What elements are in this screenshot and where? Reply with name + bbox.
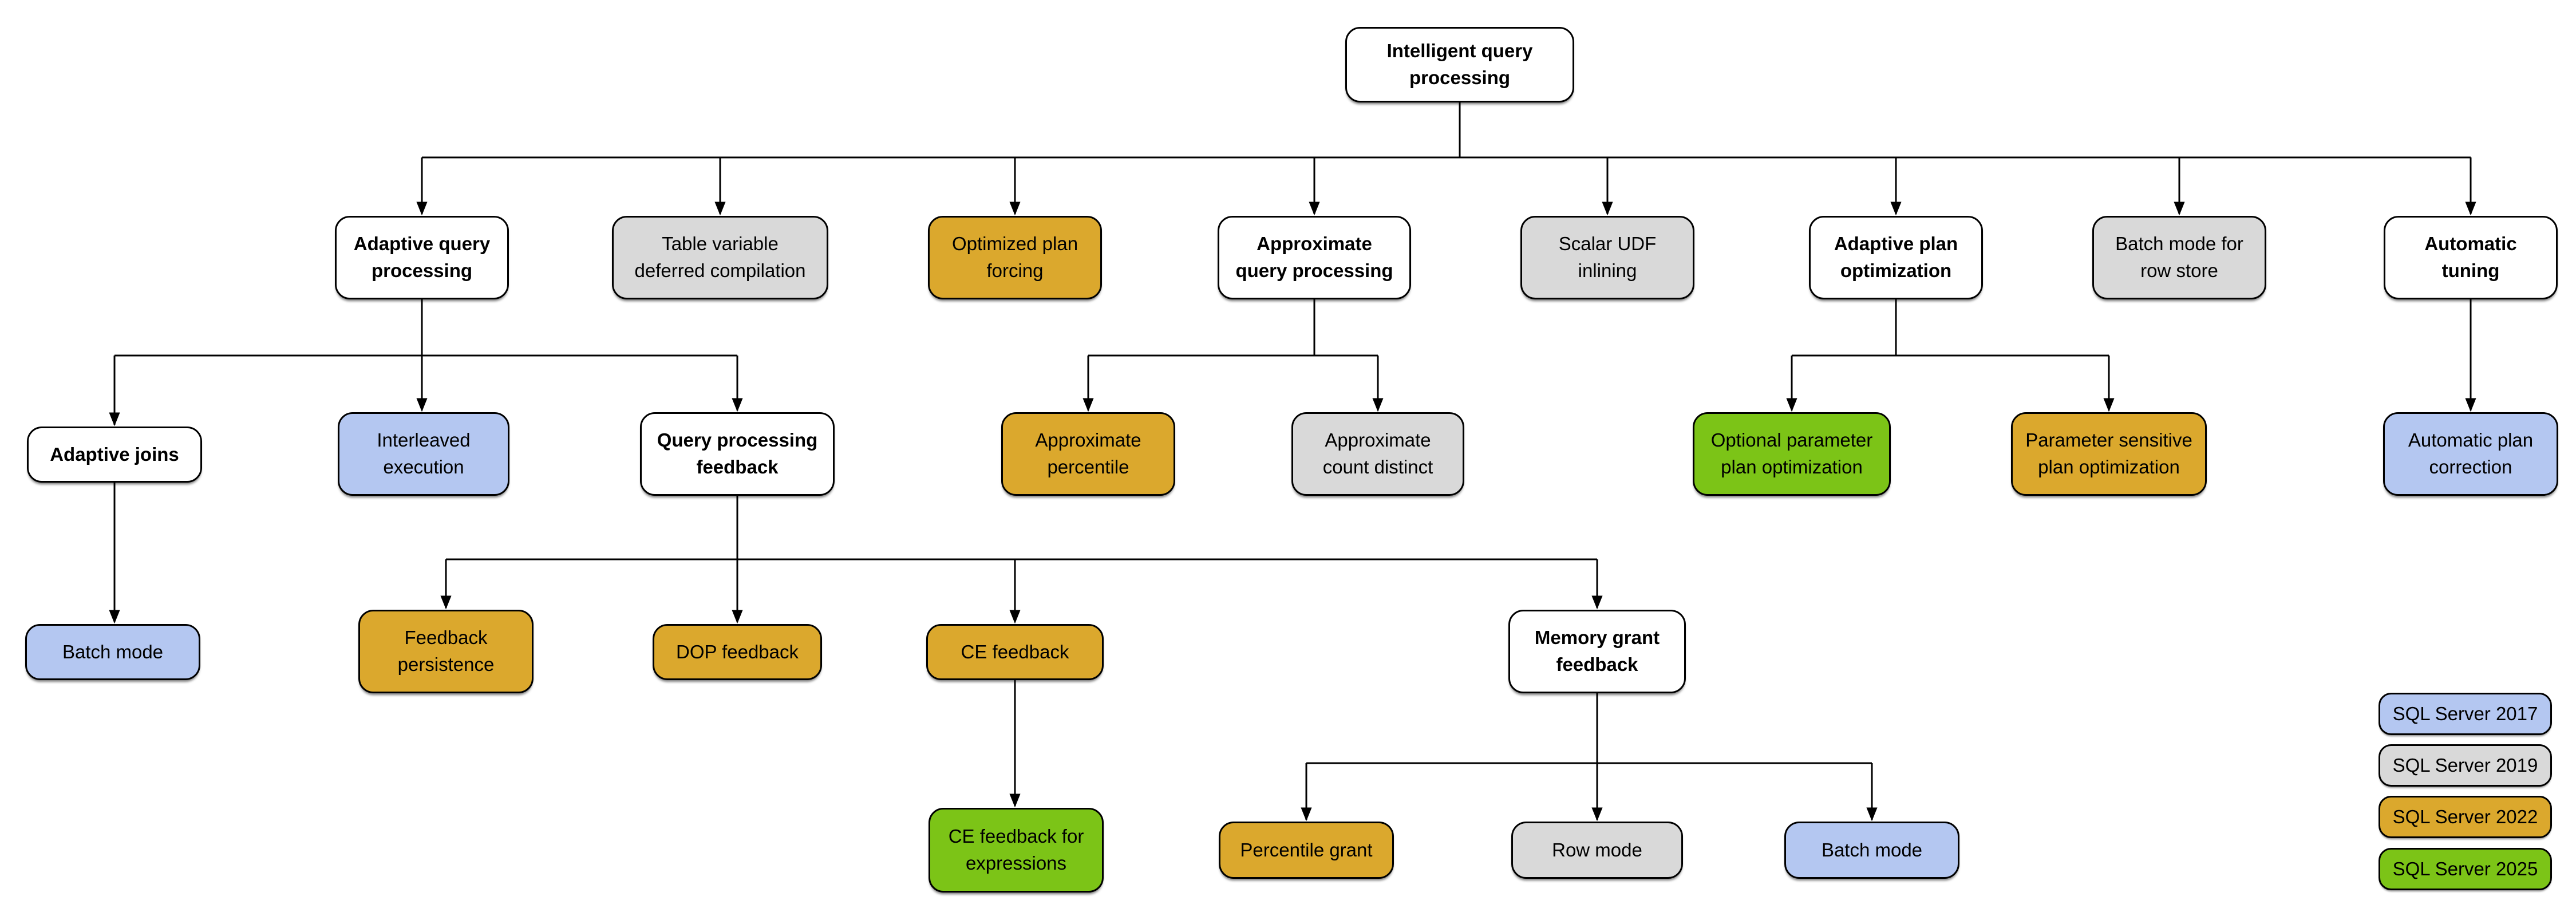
node-optional-parameter-plan-optimization: Optional parameter plan optimization	[1693, 412, 1891, 496]
node-batch-mode-for-row-store: Batch mode for row store	[2092, 216, 2266, 299]
node-adaptive-plan-optimization: Adaptive plan optimization	[1809, 216, 1983, 299]
node-feedback-persistence: Feedback persistence	[358, 610, 534, 693]
node-label: Automatic tuning	[2424, 233, 2517, 281]
node-label: Adaptive plan optimization	[1834, 233, 1958, 281]
connector-root-to-level2	[416, 102, 2476, 216]
node-label: Percentile grant	[1240, 839, 1373, 860]
node-label: Adaptive query processing	[353, 233, 491, 281]
node-label: Batch mode	[62, 641, 164, 662]
legend-label: SQL Server 2019	[2392, 755, 2538, 776]
node-label: Optimized plan forcing	[951, 233, 1078, 281]
connector-query-processing-feedback-children	[440, 496, 1603, 624]
node-label: Intelligent query processing	[1386, 40, 1533, 88]
node-intelligent-query-processing: Intelligent query processing	[1345, 27, 1574, 102]
node-batch-mode-memory-grant: Batch mode	[1784, 822, 1959, 879]
legend-label: SQL Server 2025	[2392, 858, 2538, 879]
node-adaptive-query-processing: Adaptive query processing	[335, 216, 509, 299]
node-label: CE feedback	[961, 641, 1069, 662]
node-label: Parameter sensitive plan optimization	[2025, 429, 2192, 477]
legend-sql-server-2025: SQL Server 2025	[2379, 848, 2552, 890]
node-ce-feedback: CE feedback	[926, 624, 1104, 680]
legend-sql-server-2022: SQL Server 2022	[2379, 796, 2552, 838]
node-label: Memory grant feedback	[1534, 627, 1660, 675]
legend-label: SQL Server 2017	[2392, 703, 2538, 724]
node-approximate-count-distinct: Approximate count distinct	[1291, 412, 1464, 496]
connector-memory-grant-feedback-children	[1301, 693, 1878, 822]
node-label: Table variable deferred compilation	[634, 233, 806, 281]
node-automatic-plan-correction: Automatic plan correction	[2383, 412, 2558, 496]
legend-sql-server-2017: SQL Server 2017	[2379, 693, 2552, 735]
node-row-mode: Row mode	[1511, 822, 1683, 879]
node-label: Query processing feedback	[657, 429, 818, 477]
node-label: Batch mode for row store	[2115, 233, 2243, 281]
node-label: Scalar UDF inlining	[1558, 233, 1657, 281]
node-label: DOP feedback	[675, 641, 799, 662]
node-label: Automatic plan correction	[2408, 429, 2534, 477]
connector-adaptive-plan-optimization-children	[1786, 299, 2115, 412]
node-label: Approximate count distinct	[1322, 429, 1433, 477]
node-approximate-query-processing: Approximate query processing	[1218, 216, 1411, 299]
node-ce-feedback-for-expressions: CE feedback for expressions	[929, 808, 1104, 893]
node-parameter-sensitive-plan-optimization: Parameter sensitive plan optimization	[2011, 412, 2207, 496]
node-interleaved-execution: Interleaved execution	[338, 412, 509, 496]
node-query-processing-feedback: Query processing feedback	[640, 412, 835, 496]
node-memory-grant-feedback: Memory grant feedback	[1508, 610, 1686, 693]
legend-sql-server-2019: SQL Server 2019	[2379, 744, 2552, 787]
connector-adaptive-query-processing-children	[109, 299, 743, 427]
node-label: Approximate query processing	[1235, 233, 1393, 281]
node-label: CE feedback for expressions	[948, 826, 1084, 874]
node-label: Batch mode	[1821, 839, 1923, 860]
node-scalar-udf-inlining: Scalar UDF inlining	[1520, 216, 1694, 299]
node-table-variable-deferred-compilation: Table variable deferred compilation	[612, 216, 828, 299]
node-label: Approximate percentile	[1035, 429, 1141, 477]
node-label: Adaptive joins	[50, 443, 179, 465]
node-label: Feedback persistence	[397, 627, 495, 675]
node-label: Optional parameter plan optimization	[1710, 429, 1873, 477]
node-dop-feedback: DOP feedback	[653, 624, 822, 680]
node-automatic-tuning: Automatic tuning	[2384, 216, 2558, 299]
node-adaptive-joins: Adaptive joins	[27, 427, 202, 483]
legend-label: SQL Server 2022	[2392, 806, 2538, 827]
node-label: Row mode	[1552, 839, 1642, 860]
connector-approximate-qp-children	[1082, 299, 1384, 412]
node-label: Interleaved execution	[377, 429, 471, 477]
node-percentile-grant: Percentile grant	[1219, 822, 1394, 879]
node-batch-mode-adaptive-joins: Batch mode	[25, 624, 200, 680]
node-approximate-percentile: Approximate percentile	[1001, 412, 1175, 496]
node-optimized-plan-forcing: Optimized plan forcing	[928, 216, 1102, 299]
